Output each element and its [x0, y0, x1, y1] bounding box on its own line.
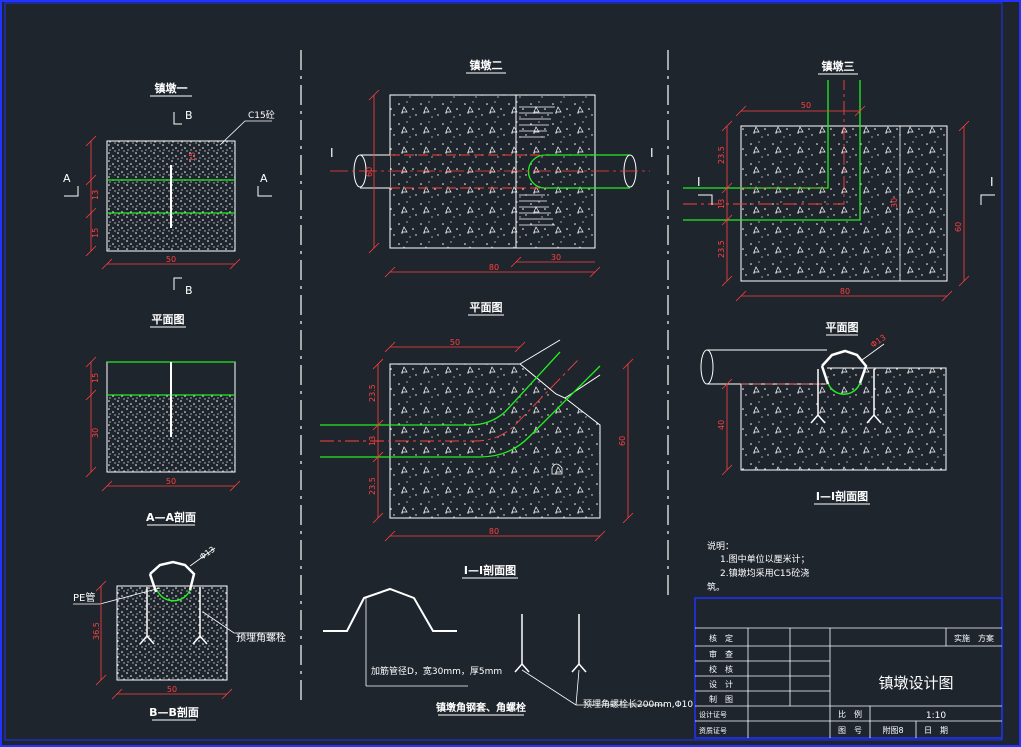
- v2p-dim-left3: 23.5: [368, 477, 377, 495]
- v3-section-mark-left: I: [697, 175, 701, 189]
- v3p-dim-h: 40: [717, 420, 726, 430]
- i-section-detail: I—I剖面图 加筋管径D，宽30mm，厚5mm 预埋角螺栓长200mm,Φ10 …: [323, 563, 693, 716]
- tb-row-6: 设计证号: [699, 710, 727, 719]
- view-3-section: 镇墩三 I I 50 80 23.5 13: [683, 59, 995, 302]
- view-2-plan: 平面图 50 80 23.5 13 23.5: [320, 301, 634, 542]
- v2p-dim-right: 60: [618, 436, 627, 446]
- v2-dim-h: 60: [365, 167, 374, 177]
- v1p-dim-w: 50: [166, 477, 176, 486]
- angle-steel-title: 镇墩角钢套、角螺栓: [436, 701, 526, 714]
- view-3-plan-title: 平面图: [826, 321, 859, 334]
- v2-dim-w: 80: [489, 263, 499, 272]
- notes-block: 说明： 1.图中单位以厘米计； 2.镇墩均采用C15砼浇 筑。: [707, 540, 810, 593]
- note-item-2: 2.镇墩均采用C15砼浇: [720, 567, 809, 579]
- tb-scale-value: 1:10: [926, 711, 946, 721]
- tb-row-3: 校 核: [709, 664, 733, 674]
- view-1-plan-title: 平面图: [152, 313, 185, 326]
- tb-number-value: 附图8: [882, 725, 903, 735]
- v1p-dim-h2: 30: [91, 428, 100, 438]
- bb-dia-label: Φ13: [198, 545, 217, 562]
- i-sec-note-2: 预埋角螺栓长200mm,Φ10: [583, 698, 693, 710]
- tb-row-2: 审 查: [709, 649, 733, 659]
- tb-date-label: 日 期: [924, 726, 948, 735]
- view-1-plan: 平面图 15 30 50: [85, 313, 241, 492]
- v3-dim-left2: 13: [717, 199, 726, 209]
- v1-dim-w: 50: [166, 255, 176, 264]
- tb-stage: 实施 方案: [954, 633, 994, 643]
- view-3-plan: 平面图 Φ13 40 I—I剖面图: [700, 321, 947, 505]
- v2-dim-w2: 30: [551, 253, 561, 262]
- view-dividers: [300, 50, 669, 700]
- v2-section-mark-right: I: [650, 146, 654, 160]
- note-item-3: 筑。: [707, 581, 725, 593]
- v2p-dim-left2: 13: [368, 436, 377, 446]
- i-section-title: I—I剖面图: [464, 563, 516, 577]
- v3-dim-top: 50: [801, 101, 811, 110]
- view-1-section: 镇墩一 C15砼 B B A A 15 13 15 50: [63, 81, 275, 297]
- note-item-1: 1.图中单位以厘米计；: [720, 553, 810, 565]
- v2p-dim-top: 50: [450, 338, 460, 347]
- v1p-dim-h1: 15: [91, 373, 100, 383]
- tb-scale-label: 比 例: [838, 709, 862, 719]
- inner-border: [4, 2, 1003, 741]
- i-sec-note-1: 加筋管径D，宽30mm，厚5mm: [371, 665, 502, 677]
- material-label: C15砼: [248, 109, 275, 121]
- bb-section: PE管 预埋角螺栓 Φ13 36.5 50 B—B剖面: [73, 545, 286, 721]
- v3-section-mark-right: I: [990, 175, 994, 189]
- view-3-title: 镇墩三: [822, 59, 855, 73]
- section-mark-a-left: A: [63, 172, 71, 185]
- bb-dim-w: 50: [167, 685, 177, 694]
- v2p-dim-bottom: 80: [489, 527, 499, 536]
- notes-heading: 说明：: [707, 540, 734, 552]
- section-mark-b-top: B: [185, 109, 193, 122]
- v1-dim-h3: 15: [91, 228, 100, 238]
- v3-dim-left3: 23.5: [717, 240, 726, 258]
- view-2-section: 镇墩二 I I: [330, 58, 654, 278]
- v3-dim-right: 60: [954, 222, 963, 232]
- tb-row-5: 制 图: [709, 694, 733, 704]
- section-mark-b-bottom: B: [185, 284, 193, 297]
- tb-row-4: 设 计: [709, 679, 733, 689]
- title-block: 核 定 审 查 校 核 设 计 制 图 设计证号 资质证号 实施 方案 镇墩设计…: [694, 597, 1003, 739]
- view-2-plan-title: 平面图: [470, 301, 503, 314]
- tb-row-1: 核 定: [709, 633, 733, 643]
- tb-row-7: 资质证号: [699, 726, 727, 735]
- drawing-title: 镇墩设计图: [878, 674, 953, 692]
- anchor-bolt-label: 预埋角螺栓: [236, 631, 286, 644]
- v3-isec-title: I—I剖面图: [816, 489, 868, 503]
- v2p-dim-left1: 23.5: [368, 384, 377, 402]
- view-2-title: 镇墩二: [470, 58, 503, 72]
- tb-number-label: 图 号: [838, 726, 862, 735]
- v2-section-mark-left: I: [330, 146, 334, 160]
- v1-dim-h2: 13: [91, 190, 100, 200]
- v1-dim-h1: 15: [188, 152, 197, 162]
- section-mark-a-right: A: [260, 172, 268, 185]
- v3-dim-left1: 23.5: [717, 146, 726, 164]
- aa-section-title: A—A剖面: [146, 510, 196, 524]
- bb-section-title: B—B剖面: [149, 705, 199, 719]
- view-1-title: 镇墩一: [155, 81, 188, 95]
- v3-dim-mid: 30: [890, 198, 899, 208]
- v3p-dia-label: Φ13: [869, 333, 888, 350]
- bb-dim-h: 36.5: [92, 622, 101, 640]
- v3-dim-bottom: 80: [840, 287, 850, 296]
- pe-pipe-label: PE管: [73, 591, 95, 604]
